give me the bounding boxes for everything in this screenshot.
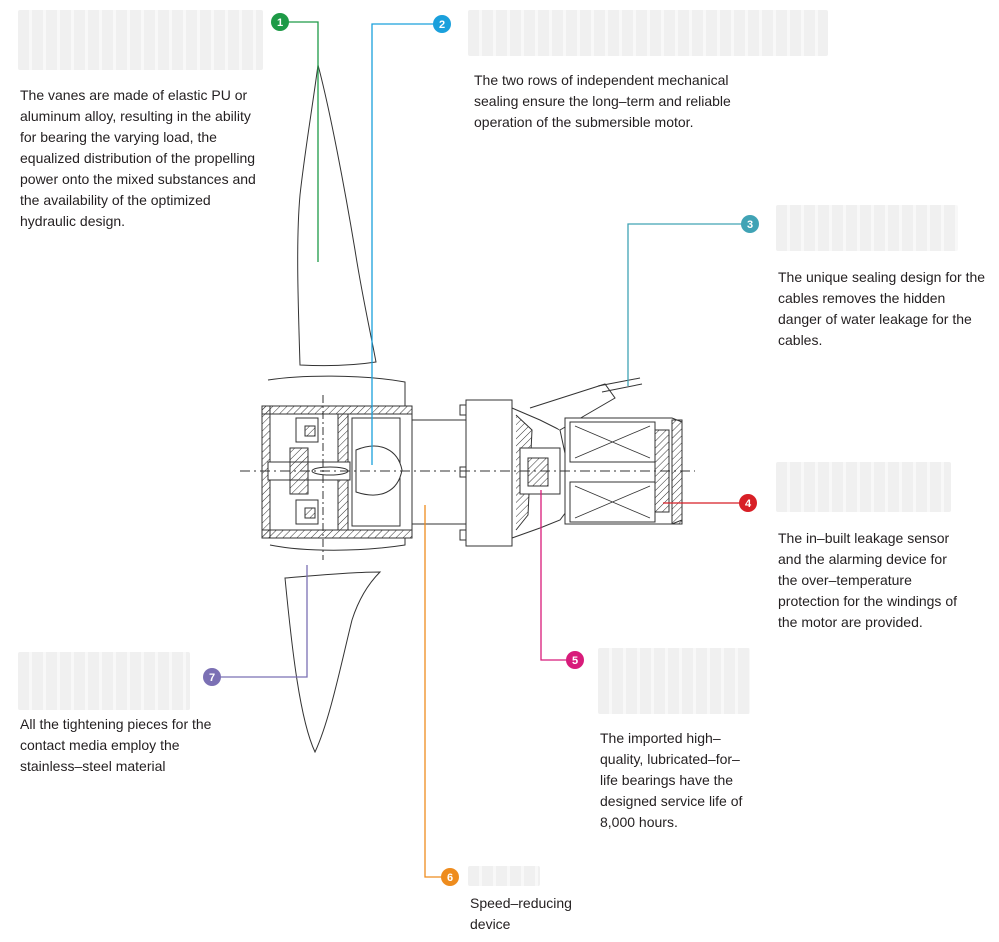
callout-4-text: The in–built leakage sensor and the alar… xyxy=(778,530,957,630)
heading-5-placeholder xyxy=(598,648,750,714)
badge-2: 2 xyxy=(433,15,451,33)
badge-2-number: 2 xyxy=(439,19,445,31)
badge-5: 5 xyxy=(566,651,584,669)
heading-6-placeholder xyxy=(468,866,540,886)
badge-4-number: 4 xyxy=(745,498,752,510)
badge-5-number: 5 xyxy=(572,655,578,667)
badge-6-number: 6 xyxy=(447,872,453,884)
lower-blade-root xyxy=(269,520,406,551)
badge-6: 6 xyxy=(441,868,459,886)
heading-3-placeholder xyxy=(776,205,958,251)
technical-drawing xyxy=(240,64,695,754)
heading-1-placeholder xyxy=(18,10,263,70)
badge-1-number: 1 xyxy=(277,17,283,29)
callout-1-text: The vanes are made of elastic PU or alum… xyxy=(20,87,256,229)
callout-7-text: All the tightening pieces for the contac… xyxy=(20,716,212,774)
shaft-tube xyxy=(411,419,468,525)
upper-blade-root xyxy=(267,375,406,408)
badge-7-number: 7 xyxy=(209,672,215,684)
badge-7: 7 xyxy=(203,668,221,686)
badge-4: 4 xyxy=(739,494,757,512)
leader-line-3 xyxy=(627,223,748,386)
leader-line-5 xyxy=(540,490,567,661)
badge-3: 3 xyxy=(741,215,759,233)
lower-blade xyxy=(284,571,382,754)
heading-2-placeholder xyxy=(468,10,828,56)
leader-line-2 xyxy=(371,23,440,465)
leader-line-6 xyxy=(424,505,442,878)
leader-line-7 xyxy=(220,565,308,678)
heading-7-placeholder xyxy=(18,652,190,710)
heading-4-placeholder xyxy=(776,462,951,512)
leader-line-1 xyxy=(287,21,319,262)
upper-blade xyxy=(297,64,377,367)
flange xyxy=(465,399,513,547)
callout-2-text: The two rows of independent mechanical s… xyxy=(474,72,731,130)
cable-gland xyxy=(529,383,616,431)
badge-1: 1 xyxy=(271,13,289,31)
callout-3-text: The unique sealing design for the cables… xyxy=(778,269,986,348)
callout-6-text: Speed–reducing device xyxy=(470,895,572,932)
callout-5-text: The imported high–quality, lubricated–fo… xyxy=(600,730,743,830)
badge-3-number: 3 xyxy=(747,219,753,231)
